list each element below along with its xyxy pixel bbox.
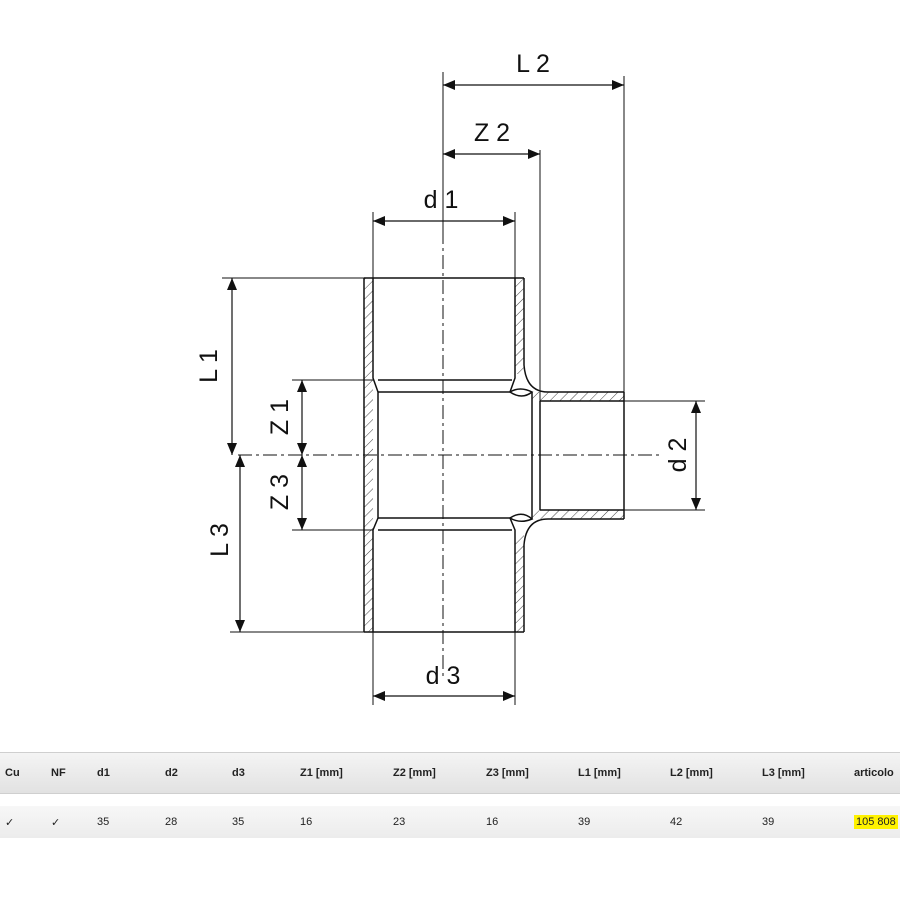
cell-z2: 23 (393, 816, 406, 828)
extension-lines (222, 72, 705, 705)
label-d1: d 1 (424, 186, 459, 214)
header-d1: d1 (97, 767, 110, 779)
label-d2: d 2 (664, 438, 692, 473)
header-articolo: articolo (854, 767, 894, 779)
header-z1: Z1 [mm] (300, 767, 343, 779)
cell-d2: 28 (165, 816, 178, 828)
table-row: ✓ ✓ 35 28 35 16 23 16 39 42 39 105 808 (0, 806, 900, 838)
table-header-row: Cu NF d1 d2 d3 Z1 [mm] Z2 [mm] Z3 [mm] L… (0, 752, 900, 794)
header-z3: Z3 [mm] (486, 767, 529, 779)
header-d3: d3 (232, 767, 245, 779)
spec-table: Cu NF d1 d2 d3 Z1 [mm] Z2 [mm] Z3 [mm] L… (0, 752, 900, 838)
label-d3: d 3 (426, 662, 461, 690)
cell-nf: ✓ (51, 816, 61, 829)
cell-z1: 16 (300, 816, 313, 828)
cell-cu: ✓ (5, 816, 15, 829)
label-l2: L 2 (516, 50, 550, 78)
label-l1: L 1 (195, 349, 223, 383)
header-d2: d2 (165, 767, 178, 779)
cell-d3: 35 (232, 816, 245, 828)
label-l3: L 3 (206, 523, 234, 557)
header-l3: L3 [mm] (762, 767, 805, 779)
header-nf: NF (51, 767, 66, 779)
cell-articolo: 105 808 (854, 806, 898, 838)
article-number-highlight: 105 808 (854, 815, 898, 829)
branch-lower-hatch (532, 510, 624, 519)
label-z2: Z 2 (474, 119, 510, 147)
cell-d1: 35 (97, 816, 110, 828)
cell-l2: 42 (670, 816, 683, 828)
header-z2: Z2 [mm] (393, 767, 436, 779)
label-z1: Z 1 (266, 399, 294, 435)
branch-upper-hatch (532, 392, 624, 401)
cell-z3: 16 (486, 816, 499, 828)
right-wall-lower-hatch (515, 535, 524, 632)
header-l1: L1 [mm] (578, 767, 621, 779)
right-wall-upper-hatch (515, 278, 524, 374)
label-z3: Z 3 (266, 474, 294, 510)
cell-l1: 39 (578, 816, 591, 828)
header-cu: Cu (5, 767, 20, 779)
cell-l3: 39 (762, 816, 775, 828)
header-l2: L2 [mm] (670, 767, 713, 779)
centerlines (238, 230, 660, 680)
tee-fitting-drawing: L 2 Z 2 d 1 d 3 L 1 L 3 Z 1 Z 3 d 2 (195, 50, 705, 705)
